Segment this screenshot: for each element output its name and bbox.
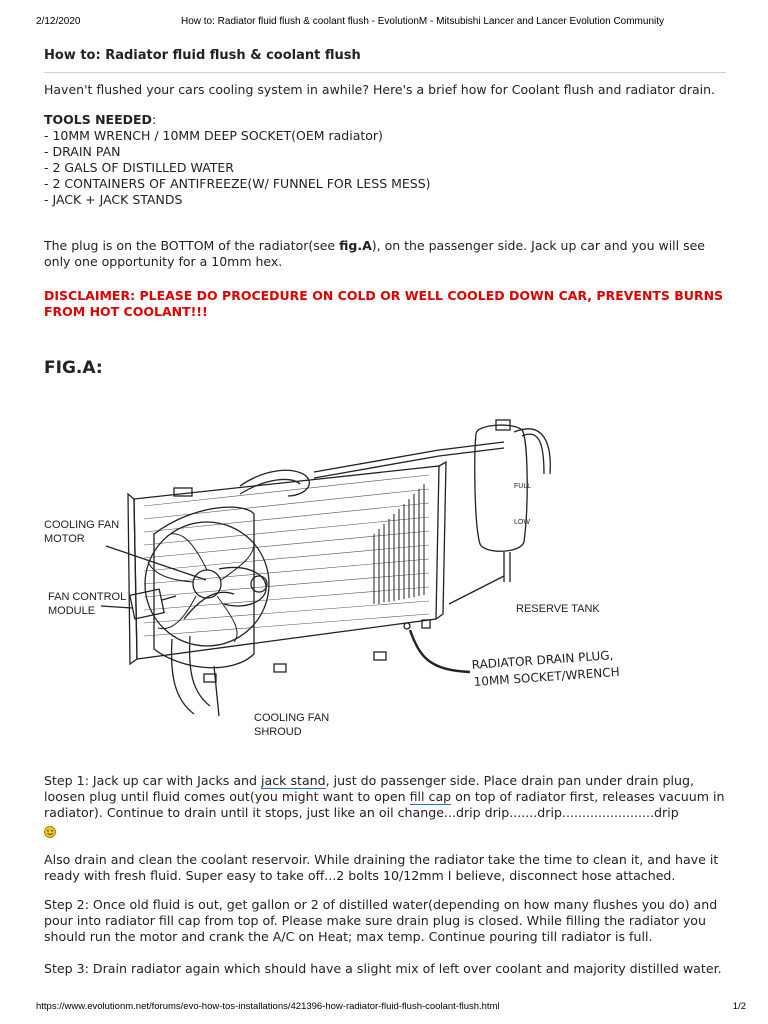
reservoir-note: Also drain and clean the coolant reservo… xyxy=(44,852,734,884)
tool-item: - DRAIN PAN xyxy=(44,144,121,159)
step-3: Step 3: Drain radiator again which shoul… xyxy=(44,961,734,977)
disclaimer: DISCLAIMER: PLEASE DO PROCEDURE ON COLD … xyxy=(44,288,724,319)
page-url: https://www.evolutionm.net/forums/evo-ho… xyxy=(36,1001,500,1012)
tool-item: - 2 CONTAINERS OF ANTIFREEZE(W/ FUNNEL F… xyxy=(44,176,431,191)
step1-text-c: on top of radiator first, releases vacuu… xyxy=(44,789,725,820)
step-1: Step 1: Jack up car with Jacks and jack … xyxy=(44,773,734,840)
tool-item: - 2 GALS OF DISTILLED WATER xyxy=(44,160,234,175)
figure-title: FIG.A: xyxy=(44,358,103,378)
tools-heading: TOOLS NEEDED xyxy=(44,112,152,127)
link-fill-cap[interactable]: fill cap xyxy=(409,789,452,805)
radiator-core xyxy=(133,465,440,660)
step1-text-b: , just do passenger side. Place drain pa… xyxy=(44,773,694,804)
step3-text: Step 3: Drain radiator again which shoul… xyxy=(44,961,722,976)
label-cooling-fan-motor: COOLING FAN xyxy=(44,519,119,531)
label-low: LOW xyxy=(514,519,530,526)
radiator-diagram: COOLING FAN MOTOR FAN CONTROL MODULE RES… xyxy=(44,419,620,738)
fan-shroud xyxy=(153,506,255,669)
reserve-tank xyxy=(474,424,528,552)
label-fan-control-module: FAN CONTROL xyxy=(48,591,126,603)
tools-list: TOOLS NEEDED: - 10MM WRENCH / 10MM DEEP … xyxy=(44,112,726,208)
label-cooling-fan-shroud: COOLING FAN xyxy=(254,712,329,724)
title-divider xyxy=(44,72,726,73)
label-reserve-tank: RESERVE TANK xyxy=(516,603,600,615)
cooling-fan xyxy=(144,521,270,647)
print-page-title: How to: Radiator fluid flush & coolant f… xyxy=(181,16,665,27)
label-full: FULL xyxy=(514,483,531,490)
label-cooling-fan-shroud-2: SHROUD xyxy=(254,726,302,738)
step-2: Step 2: Once old fluid is out, get gallo… xyxy=(44,897,734,945)
tools-heading-colon: : xyxy=(151,112,157,127)
step2-text: Step 2: Once old fluid is out, get gallo… xyxy=(44,897,718,944)
intro-text: Haven't flushed your cars cooling system… xyxy=(44,82,715,97)
fig-reference: fig.A xyxy=(339,238,372,253)
plug-text-start: The plug is on the BOTTOM of the radiato… xyxy=(44,238,340,253)
label-cooling-fan-motor-2: MOTOR xyxy=(44,533,85,545)
tool-item: - 10MM WRENCH / 10MM DEEP SOCKET(OEM rad… xyxy=(44,128,383,143)
print-date: 2/12/2020 xyxy=(36,16,81,27)
plug-text-end: ), on the passenger side. Jack up car an… xyxy=(44,238,705,269)
smiley-icon xyxy=(44,826,56,838)
radiator-right-tank xyxy=(435,460,447,620)
plug-location-text: The plug is on the BOTTOM of the radiato… xyxy=(44,238,726,270)
reservoir-text: Also drain and clean the coolant reservo… xyxy=(44,852,719,883)
post-content: How to: Radiator fluid flush & coolant f… xyxy=(44,48,726,378)
page-number: 1/2 xyxy=(732,1001,746,1012)
radiator-left-tank xyxy=(127,492,138,666)
step1-text-a: Step 1: Jack up car with Jacks and xyxy=(44,773,262,788)
label-fan-control-module-2: MODULE xyxy=(48,605,95,617)
tool-item: - JACK + JACK STANDS xyxy=(44,192,183,207)
post-title: How to: Radiator fluid flush & coolant f… xyxy=(44,48,361,63)
link-jack-stand[interactable]: jack stand xyxy=(261,773,326,789)
